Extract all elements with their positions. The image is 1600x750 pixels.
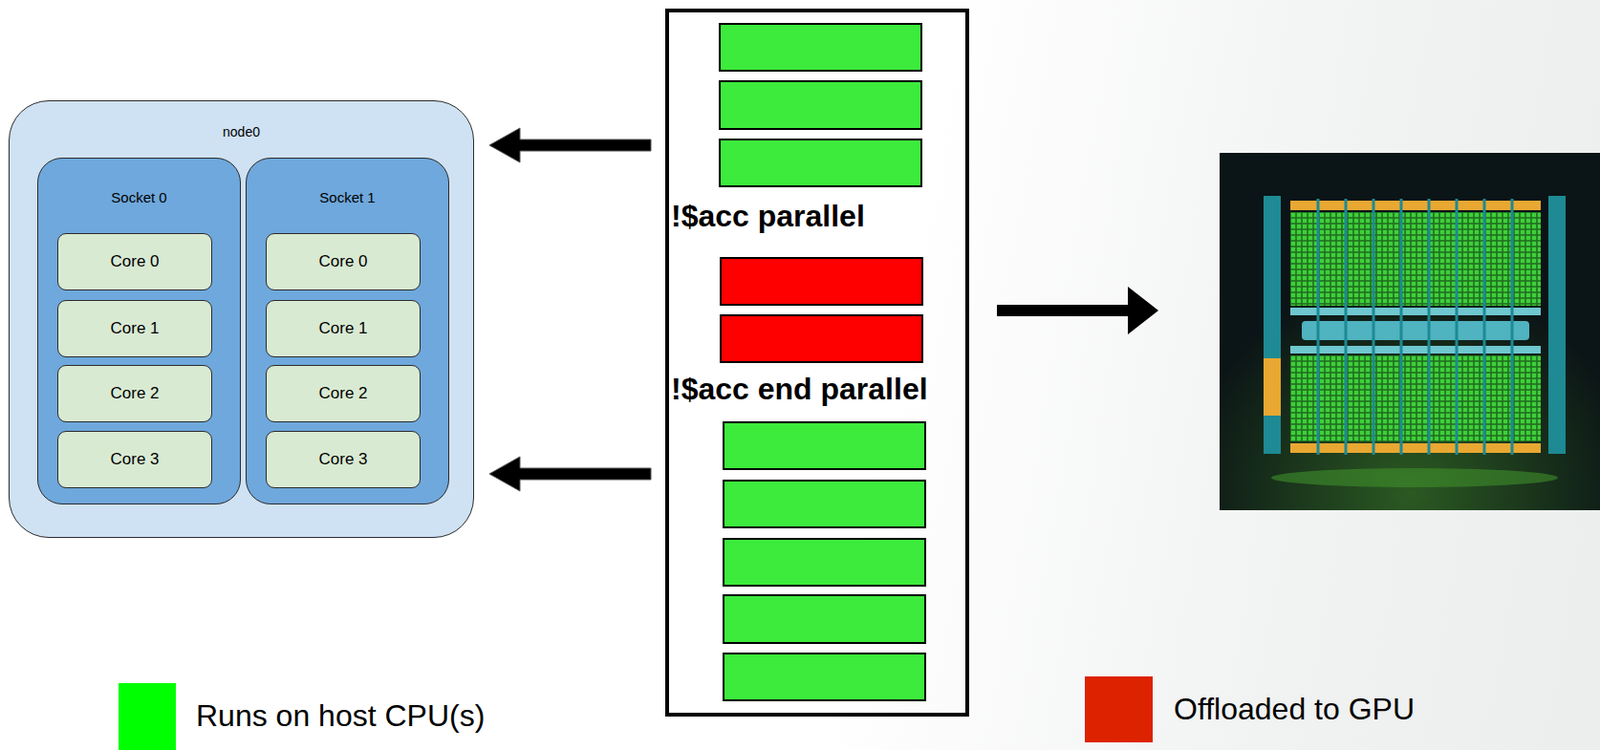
core-box: Core 1 [57, 300, 213, 358]
gpu-side-bar [1263, 195, 1281, 455]
core-label: Core 1 [318, 319, 368, 339]
core-box: Core 0 [265, 233, 421, 291]
code-bar [723, 653, 926, 701]
legend-swatch [118, 683, 176, 750]
core-box: Core 1 [265, 300, 421, 358]
gpu-cache-strip [1290, 200, 1541, 211]
host-code-bars [719, 23, 926, 701]
directive-text: !$acc parallel [670, 197, 865, 235]
code-bar [723, 422, 926, 470]
directive-text: !$acc end parallel [670, 370, 929, 408]
code-bar [723, 480, 926, 528]
socket-label: Socket 1 [246, 189, 449, 206]
flow-arrow [489, 128, 651, 163]
gpu-glow [1271, 468, 1558, 488]
core-box: Core 0 [57, 233, 213, 291]
core-label: Core 2 [318, 384, 368, 404]
gpu-l2-cache [1301, 321, 1530, 341]
core-label: Core 3 [109, 450, 159, 470]
code-bar [723, 595, 926, 644]
code-bar [719, 23, 922, 71]
core-label: Core 1 [109, 319, 159, 339]
gpu-cache-strip [1290, 443, 1541, 454]
code-listing-box: !$acc parallel !$acc end parallel [665, 8, 970, 717]
gpu-picture [1219, 152, 1600, 511]
legend-label: Offloaded to GPU [1173, 691, 1415, 728]
code-bar [720, 315, 923, 363]
legend-label: Runs on host CPU(s) [195, 698, 485, 735]
gpu-io-block [1263, 358, 1281, 416]
gpu-cache-strip [1290, 307, 1541, 316]
core-box: Core 3 [57, 431, 213, 489]
code-bar [719, 139, 922, 187]
socket-box: Socket 0 Core 0 Core 1 Core 2 Core 3 [37, 157, 241, 505]
code-bar [719, 81, 922, 130]
gpu-side-bar [1548, 195, 1566, 455]
code-bar [723, 539, 926, 586]
gpu-sm-dividers [1318, 198, 1513, 455]
gpu-cache-strip [1290, 345, 1541, 354]
core-box: Core 2 [57, 365, 213, 423]
socket-label: Socket 0 [38, 189, 240, 206]
core-label: Core 0 [109, 252, 159, 272]
core-label: Core 3 [318, 450, 368, 470]
node0-label: node0 [9, 124, 474, 140]
core-box: Core 3 [265, 431, 421, 489]
gpu-core-grid [1290, 355, 1541, 442]
gpu-code-bars [720, 258, 923, 363]
core-label: Core 0 [318, 252, 368, 272]
core-label: Core 2 [109, 384, 159, 404]
compute-node-box: node0Socket 0Core 0Core 1Core 2Core 3Soc… [8, 100, 475, 539]
code-bar [720, 258, 923, 305]
gpu-background [1219, 152, 1600, 511]
offload-arrow [996, 286, 1159, 335]
gpu-core-grid [1290, 212, 1541, 306]
flow-arrow [489, 456, 651, 492]
legend-swatch [1084, 676, 1153, 743]
core-box: Core 2 [265, 365, 421, 423]
socket-box: Socket 1 Core 0 Core 1 Core 2 Core 3 [245, 157, 450, 505]
